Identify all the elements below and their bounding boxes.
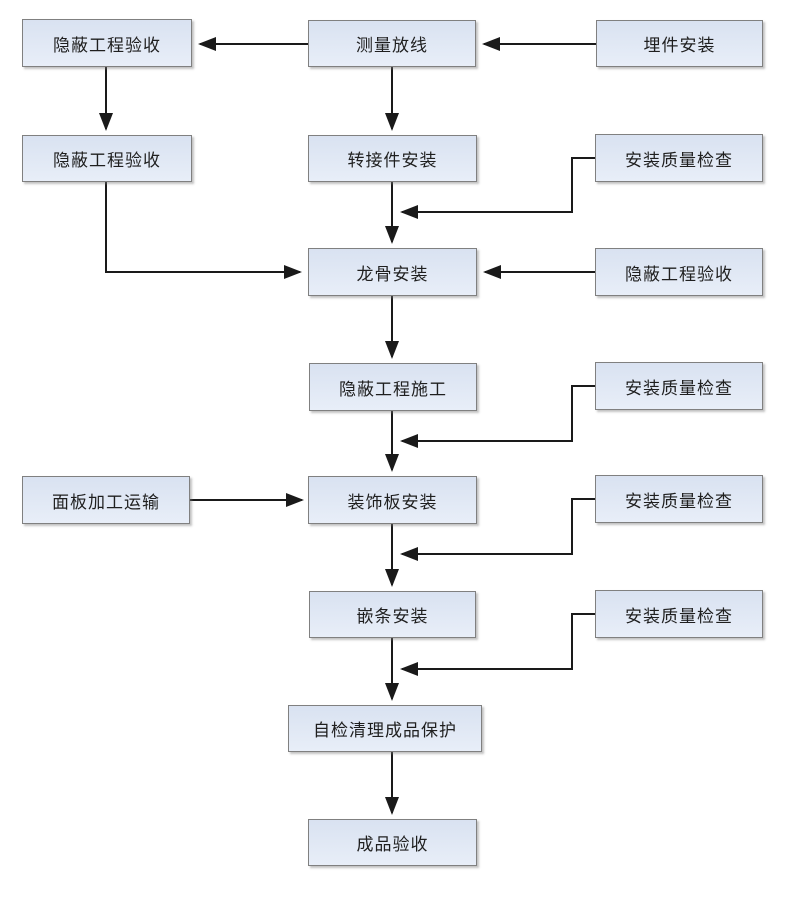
flow-node-quality-check-3: 安装质量检查: [595, 475, 763, 523]
flow-node-strip-install: 嵌条安装: [309, 591, 476, 638]
flow-edge-qc4-to-line: [400, 613, 595, 676]
flow-node-final-acceptance: 成品验收: [308, 819, 477, 866]
flow-node-quality-check-1: 安装质量检查: [595, 134, 763, 182]
flow-node-survey-layout: 测量放线: [308, 20, 476, 67]
flow-edge-qc2-to-line: [400, 385, 595, 448]
flow-node-decorative-install: 装饰板安装: [308, 476, 477, 524]
flow-node-adapter-install: 转接件安装: [308, 135, 477, 182]
flow-node-hidden-construction: 隐蔽工程施工: [309, 363, 477, 411]
flow-node-panel-transport: 面板加工运输: [22, 476, 190, 524]
flow-node-quality-check-2: 安装质量检查: [595, 362, 763, 410]
flow-node-keel-install: 龙骨安装: [308, 248, 477, 296]
flow-node-hidden-acceptance-1: 隐蔽工程验收: [22, 19, 192, 67]
flow-node-embed-install: 埋件安装: [596, 20, 763, 67]
flow-node-self-check-protect: 自检清理成品保护: [288, 705, 482, 752]
flow-edge-qc1-to-adapter-keel-line: [400, 157, 595, 219]
flow-node-quality-check-4: 安装质量检查: [595, 590, 763, 638]
flow-edge-hidden2-to-keel: [105, 182, 302, 279]
flow-node-hidden-acceptance-2: 隐蔽工程验收: [22, 135, 192, 182]
flow-edge-qc3-to-line: [400, 498, 595, 561]
flow-node-hidden-acceptance-3: 隐蔽工程验收: [595, 248, 763, 296]
